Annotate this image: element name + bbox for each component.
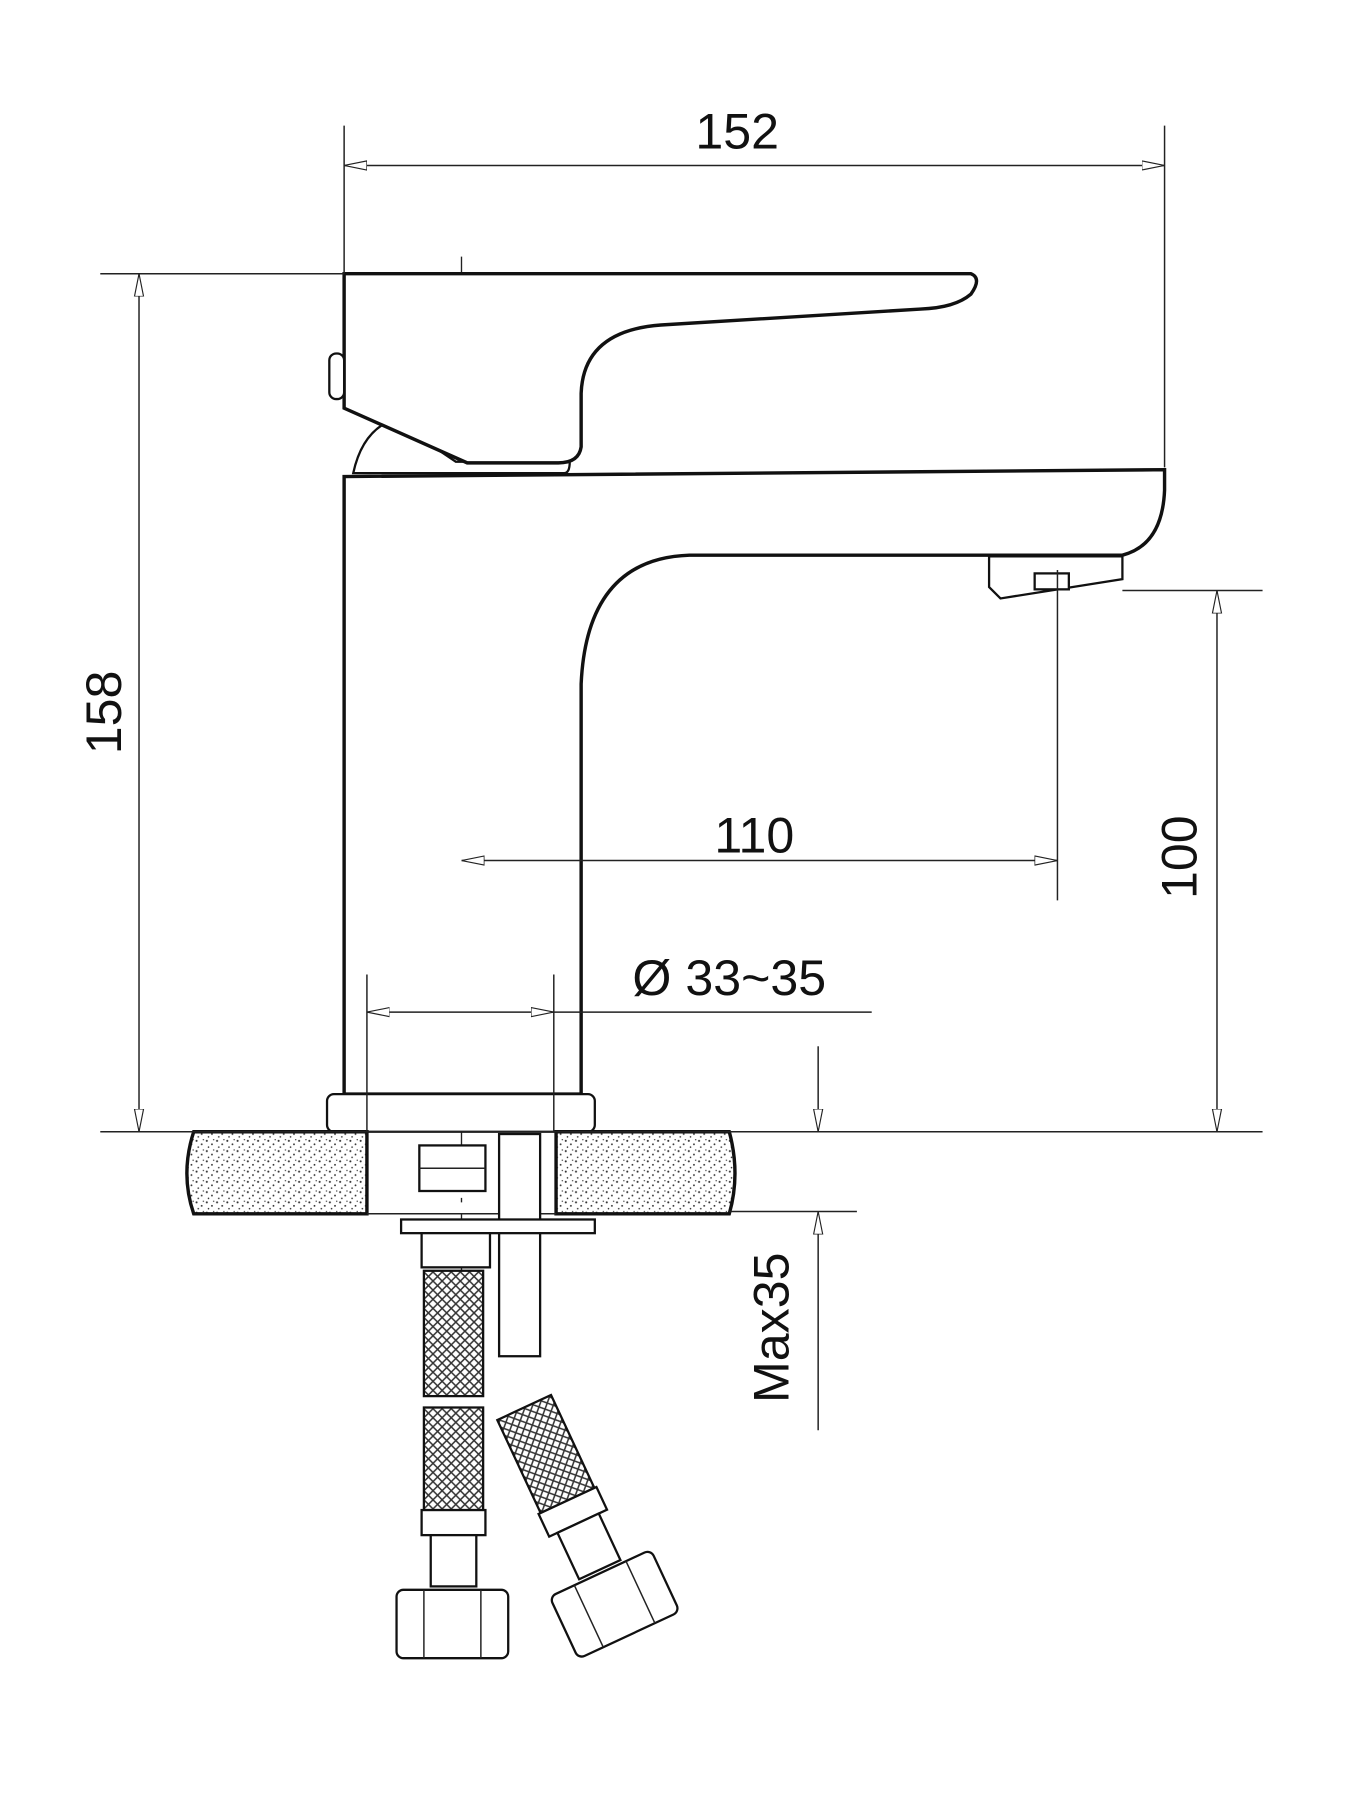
hose-connector — [420, 1232, 492, 1269]
dimension-length: 152 — [343, 103, 1166, 468]
aerator-insert — [1033, 572, 1070, 591]
dimension-label-152: 152 — [695, 103, 779, 159]
supply-hose-right — [495, 1393, 679, 1658]
threaded-rod — [497, 1132, 542, 1358]
dimension-hole-diameter: Ø 33~35 — [366, 950, 872, 1132]
washer — [399, 1218, 596, 1235]
hex-fitting — [395, 1588, 510, 1660]
faucet-body — [325, 271, 1167, 1133]
dimension-height: 158 — [76, 272, 1263, 1133]
dimension-label-diameter: Ø 33~35 — [632, 950, 826, 1006]
dimension-spout-height: 100 — [1122, 589, 1263, 1132]
dimension-counter-thickness: Max35 — [729, 1046, 857, 1431]
dimension-label-158: 158 — [76, 671, 132, 755]
dimension-label-110: 110 — [714, 808, 794, 864]
dimension-label-100: 100 — [1151, 815, 1207, 899]
dimension-label-max35: Max35 — [744, 1253, 800, 1403]
handle-button — [328, 352, 346, 401]
supply-hose-left — [395, 1269, 510, 1660]
mounting-hardware — [399, 1132, 596, 1358]
handle-lever — [342, 271, 979, 465]
dimension-spout-reach: 110 — [461, 569, 1059, 901]
